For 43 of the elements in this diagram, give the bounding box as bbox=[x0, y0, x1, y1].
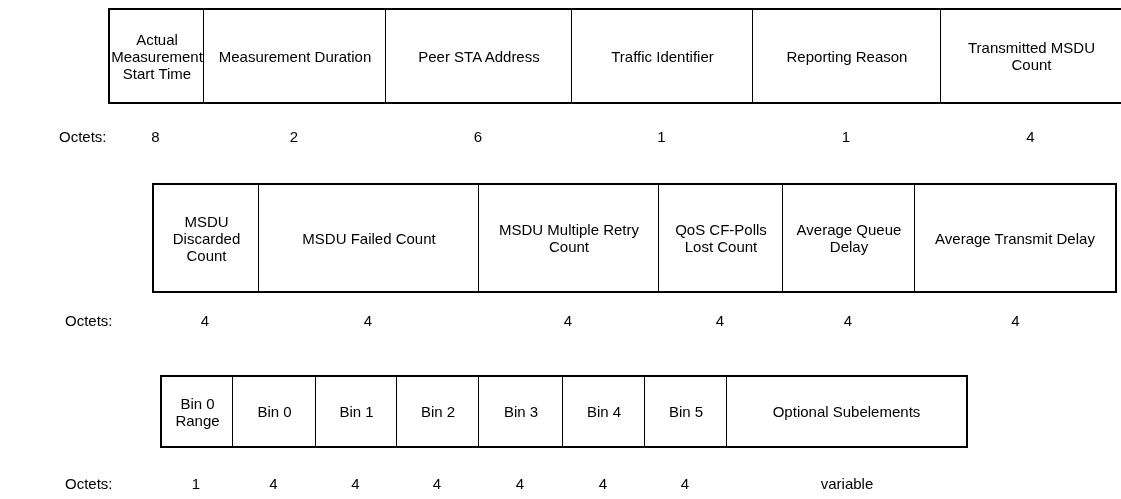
field-cell: Average Queue Delay bbox=[782, 183, 915, 293]
field-cell: Reporting Reason bbox=[752, 8, 941, 104]
field-cell: Bin 5 bbox=[644, 375, 727, 448]
octet-count: 2 bbox=[289, 128, 299, 145]
octet-count: 4 bbox=[1011, 312, 1020, 329]
octet-count: 4 bbox=[843, 312, 853, 329]
field-cell: MSDU Failed Count bbox=[258, 183, 479, 293]
octet-count: 1 bbox=[657, 128, 666, 145]
field-cell: QoS CF-Polls Lost Count bbox=[658, 183, 783, 293]
octets-label: Octets: bbox=[65, 475, 113, 492]
octet-count: 4 bbox=[1026, 128, 1035, 145]
octet-count: 6 bbox=[473, 128, 483, 145]
octet-count: 4 bbox=[200, 312, 210, 329]
octet-count: 1 bbox=[191, 475, 201, 492]
octets-label: Octets: bbox=[59, 128, 107, 145]
field-cell: Average Transmit Delay bbox=[914, 183, 1117, 293]
octet-count: 4 bbox=[515, 475, 525, 492]
field-cell: Bin 4 bbox=[562, 375, 645, 448]
octet-count: 4 bbox=[680, 475, 690, 492]
octet-count: 1 bbox=[841, 128, 851, 145]
octet-count: 4 bbox=[563, 312, 573, 329]
field-cell: Optional Subelements bbox=[726, 375, 968, 448]
octet-count: 4 bbox=[598, 475, 608, 492]
octet-count: 4 bbox=[715, 312, 725, 329]
octet-count: variable bbox=[820, 475, 874, 492]
field-cell: Bin 3 bbox=[478, 375, 563, 448]
field-cell: Bin 0 Range bbox=[160, 375, 233, 448]
field-cell: Actual Measurement Start Time bbox=[108, 8, 204, 104]
field-cell: MSDU Discarded Count bbox=[152, 183, 259, 293]
octet-count: 4 bbox=[432, 475, 442, 492]
octet-count: 8 bbox=[151, 128, 160, 145]
field-cell: MSDU Multiple Retry Count bbox=[478, 183, 659, 293]
field-cell: Measurement Duration bbox=[203, 8, 386, 104]
octet-count: 4 bbox=[269, 475, 278, 492]
field-cell: Traffic Identifier bbox=[571, 8, 753, 104]
octet-count: 4 bbox=[351, 475, 360, 492]
field-cell: Transmitted MSDU Count bbox=[940, 8, 1121, 104]
octets-label: Octets: bbox=[65, 312, 113, 329]
field-cell: Bin 0 bbox=[232, 375, 316, 448]
octet-count: 4 bbox=[363, 312, 373, 329]
field-cell: Peer STA Address bbox=[385, 8, 572, 104]
field-cell: Bin 2 bbox=[396, 375, 479, 448]
field-cell: Bin 1 bbox=[315, 375, 397, 448]
